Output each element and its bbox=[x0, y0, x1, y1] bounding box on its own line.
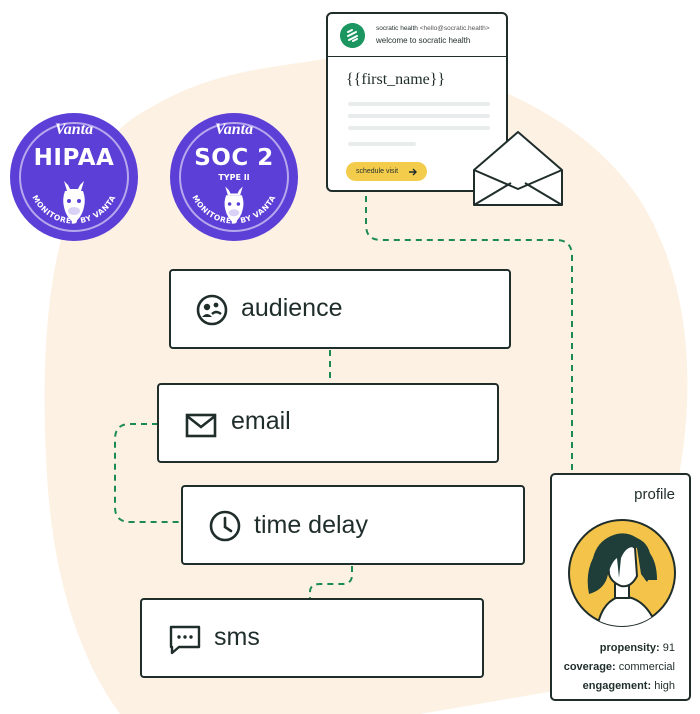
email-subject: welcome to socratic health bbox=[376, 36, 471, 45]
svg-text:MONITORED BY VANTA: MONITORED BY VANTA bbox=[190, 194, 277, 226]
placeholder-line bbox=[348, 142, 416, 146]
badge-cert: HIPAA bbox=[33, 145, 115, 171]
placeholder-line bbox=[348, 102, 490, 106]
email-header: socratic health <hello@socratic.health> … bbox=[328, 14, 506, 57]
email-sender: socratic health <hello@socratic.health> bbox=[376, 25, 490, 32]
person-avatar-icon bbox=[568, 519, 676, 627]
profile-fact-engagement: engagement: high bbox=[582, 680, 675, 692]
mail-icon bbox=[185, 413, 217, 438]
hipaa-badge: Vanta HIPAA MONITORED BY VANTA bbox=[10, 113, 138, 241]
socratic-health-logo-icon bbox=[340, 23, 365, 48]
clock-icon bbox=[209, 510, 241, 542]
sender-address: <hello@socratic.health> bbox=[419, 25, 490, 32]
badge-footer-arc: MONITORED BY VANTA bbox=[30, 194, 117, 226]
badge-ring bbox=[19, 122, 129, 232]
placeholder-line bbox=[348, 114, 490, 118]
step-sms[interactable]: sms bbox=[140, 598, 484, 678]
chat-bubble-icon bbox=[169, 625, 201, 655]
step-label: time delay bbox=[254, 511, 368, 539]
cta-label: schedule visit bbox=[356, 168, 399, 175]
placeholder-line bbox=[348, 126, 490, 130]
badge-footer: MONITORED BY VANTA bbox=[190, 194, 277, 226]
step-email[interactable]: email bbox=[157, 383, 499, 463]
badge-brand: Vanta bbox=[54, 121, 94, 138]
step-audience[interactable]: audience bbox=[169, 269, 511, 349]
llama-icon bbox=[63, 181, 85, 223]
badge-ring bbox=[179, 122, 289, 232]
profile-facts: propensity: 91 coverage: commercial enga… bbox=[564, 639, 675, 696]
badge-footer-arc: MONITORED BY VANTA bbox=[190, 194, 277, 226]
badge-subcert: TYPE II bbox=[218, 173, 250, 182]
profile-card: profile propensity: 91 coverage: commerc… bbox=[550, 473, 691, 701]
email-preview-card: socratic health <hello@socratic.health> … bbox=[326, 12, 508, 192]
step-label: sms bbox=[214, 623, 260, 651]
envelope-open-icon bbox=[473, 131, 563, 206]
step-time-delay[interactable]: time delay bbox=[181, 485, 525, 565]
profile-title: profile bbox=[634, 486, 675, 503]
step-label: audience bbox=[241, 294, 343, 322]
soc2-badge: Vanta SOC 2 TYPE II MONITORED BY VANTA bbox=[170, 113, 298, 241]
step-label: email bbox=[231, 407, 291, 435]
profile-fact-coverage: coverage: commercial bbox=[563, 661, 675, 673]
email-greeting: {{first_name}} bbox=[346, 71, 446, 88]
schedule-visit-button[interactable]: schedule visit bbox=[346, 162, 427, 181]
badge-footer: MONITORED BY VANTA bbox=[30, 194, 117, 226]
audience-icon bbox=[196, 294, 228, 326]
profile-fact-propensity: propensity: 91 bbox=[599, 642, 675, 654]
svg-text:MONITORED BY VANTA: MONITORED BY VANTA bbox=[30, 194, 117, 226]
sender-name: socratic health bbox=[376, 25, 418, 32]
arrow-right-icon bbox=[409, 168, 417, 176]
badge-brand: Vanta bbox=[214, 121, 254, 138]
llama-icon bbox=[224, 186, 244, 224]
badge-cert: SOC 2 bbox=[194, 145, 274, 171]
